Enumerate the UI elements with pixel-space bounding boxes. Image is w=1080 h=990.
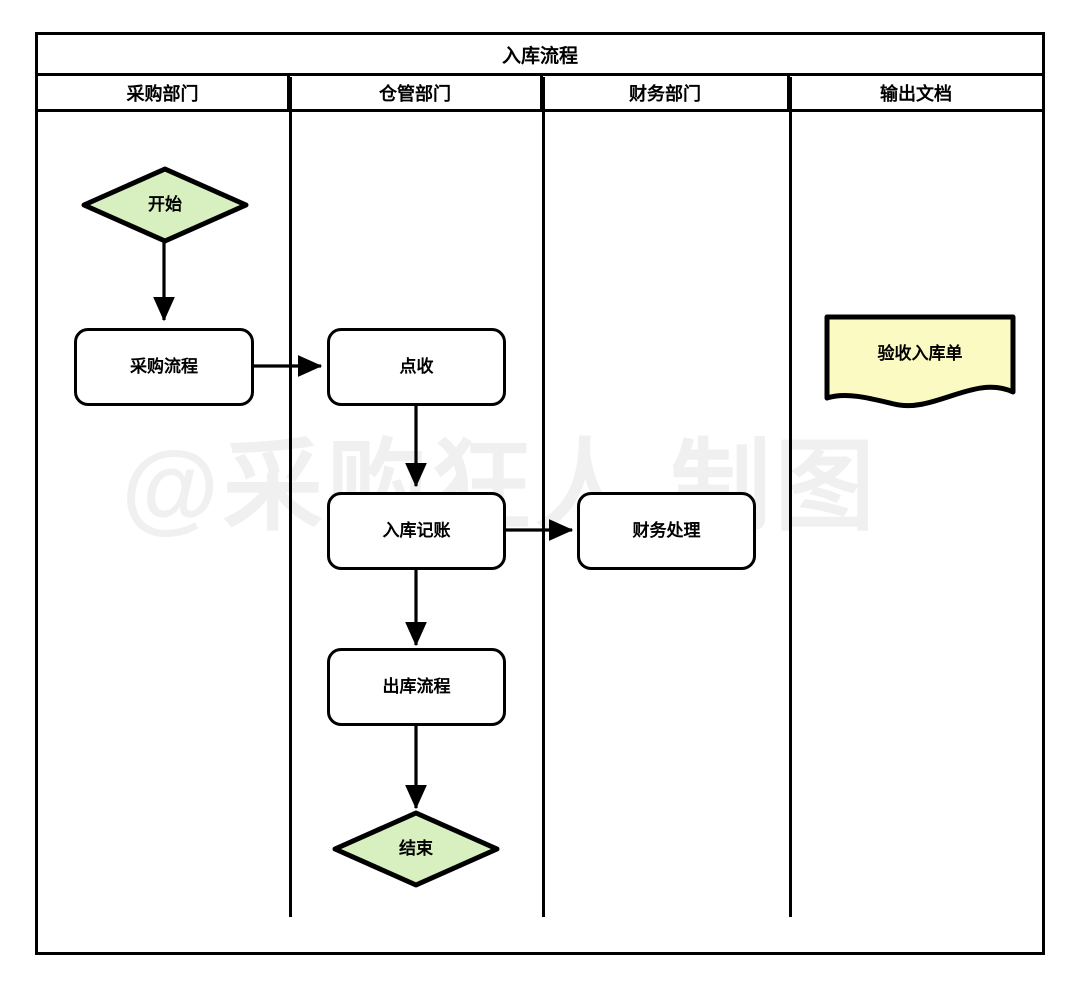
node-purchase-process[interactable]: 采购流程	[74, 328, 254, 406]
node-finance-processing[interactable]: 财务处理	[577, 492, 756, 570]
node-inbound-booking-label: 入库记账	[382, 520, 451, 540]
swimlane-frame: 入库流程 采购部门 仓管部门 财务部门 输出文档	[35, 32, 1045, 955]
diagram-title: 入库流程	[38, 35, 1042, 76]
node-inbound-booking[interactable]: 入库记账	[327, 492, 506, 570]
node-receive-label: 点收	[399, 356, 434, 376]
lane-divider-2	[542, 77, 545, 917]
node-purchase-process-label: 采购流程	[130, 356, 198, 376]
node-end-label: 结束	[399, 838, 433, 858]
lane-divider-1	[289, 77, 292, 917]
node-end[interactable]: 结束	[325, 810, 507, 888]
lane-header-output-docs: 输出文档	[880, 83, 952, 104]
lane-divider-3	[789, 77, 792, 917]
node-outbound-process[interactable]: 出库流程	[327, 648, 506, 726]
node-start-label: 开始	[148, 194, 182, 214]
node-inbound-receipt-document[interactable]: 验收入库单	[824, 314, 1016, 410]
lane-header-warehouse: 仓管部门	[290, 76, 543, 109]
lane-header-purchasing: 采购部门	[38, 76, 290, 109]
node-inbound-receipt-document-label: 验收入库单	[877, 343, 963, 363]
lane-header-finance: 财务部门	[543, 76, 790, 109]
lane-header-row: 采购部门 仓管部门 财务部门 输出文档	[38, 76, 1042, 112]
node-finance-processing-label: 财务处理	[632, 520, 701, 540]
node-receive[interactable]: 点收	[327, 328, 506, 406]
node-outbound-process-label: 出库流程	[382, 676, 451, 696]
node-start[interactable]: 开始	[74, 166, 256, 244]
document-shape	[824, 314, 1016, 409]
terminator-shape	[81, 166, 249, 244]
terminator-shape	[332, 810, 500, 888]
